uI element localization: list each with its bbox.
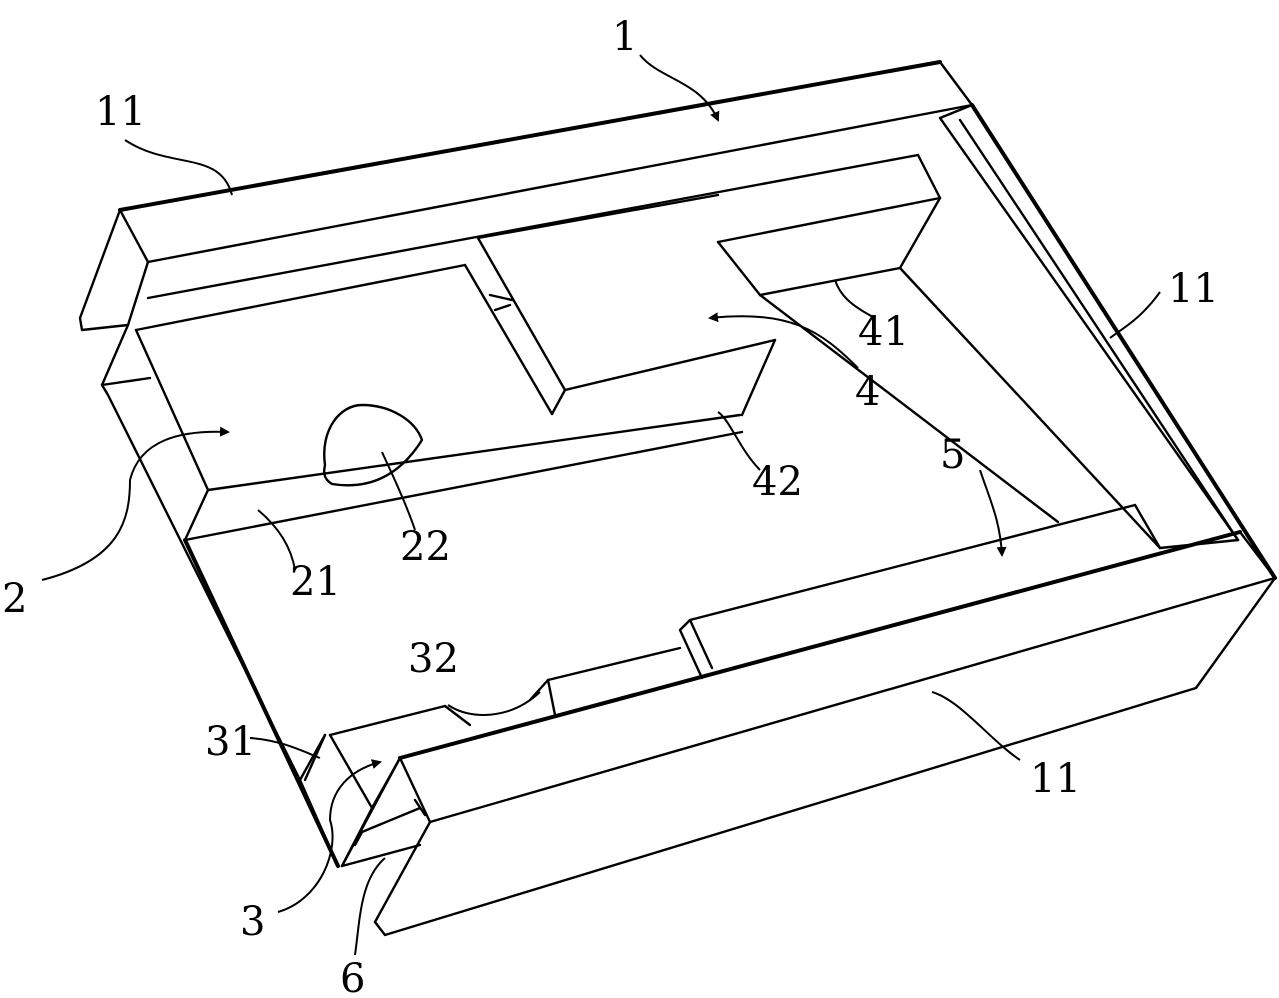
leader-lines (41, 54, 1161, 956)
label-3: 3 (240, 899, 265, 945)
compartment-2 (134, 263, 744, 542)
frame-outline (78, 60, 1277, 937)
leader-32 (447, 691, 541, 716)
leader-41 (834, 279, 876, 319)
leader-1 (639, 54, 720, 122)
inner-back-wall (146, 153, 1162, 550)
label-1: 1 (612, 14, 637, 60)
leader-2 (41, 426, 230, 581)
label-22: 22 (400, 524, 451, 570)
label-2: 2 (2, 576, 27, 622)
leader-31 (249, 737, 321, 759)
leader-4 (708, 312, 859, 369)
label-32: 32 (408, 636, 459, 682)
leader-42 (717, 411, 761, 471)
label-6: 6 (340, 956, 365, 998)
label-11-bottom: 11 (1030, 756, 1081, 802)
leader-3 (277, 759, 382, 913)
slot-5 (528, 503, 1162, 717)
label-21: 21 (290, 559, 341, 605)
leader-22 (381, 451, 416, 531)
leader-11-right (1109, 291, 1161, 339)
label-31: 31 (205, 719, 256, 765)
label-42: 42 (752, 459, 803, 505)
label-4: 4 (855, 369, 880, 415)
leader-5 (979, 469, 1007, 557)
compartment-4 (476, 193, 777, 417)
leader-21 (257, 509, 296, 571)
leader-11-bottom (931, 691, 1021, 761)
leader-11-top-left (124, 139, 233, 196)
label-5: 5 (940, 432, 965, 478)
reference-numerals: 1 11 11 11 2 21 22 3 31 32 4 41 42 5 6 (2, 14, 1219, 998)
leader-6 (354, 857, 386, 956)
label-41: 41 (858, 309, 909, 355)
corner-3 (303, 704, 472, 868)
label-11-right: 11 (1168, 266, 1219, 312)
label-11-top-left: 11 (95, 89, 146, 135)
